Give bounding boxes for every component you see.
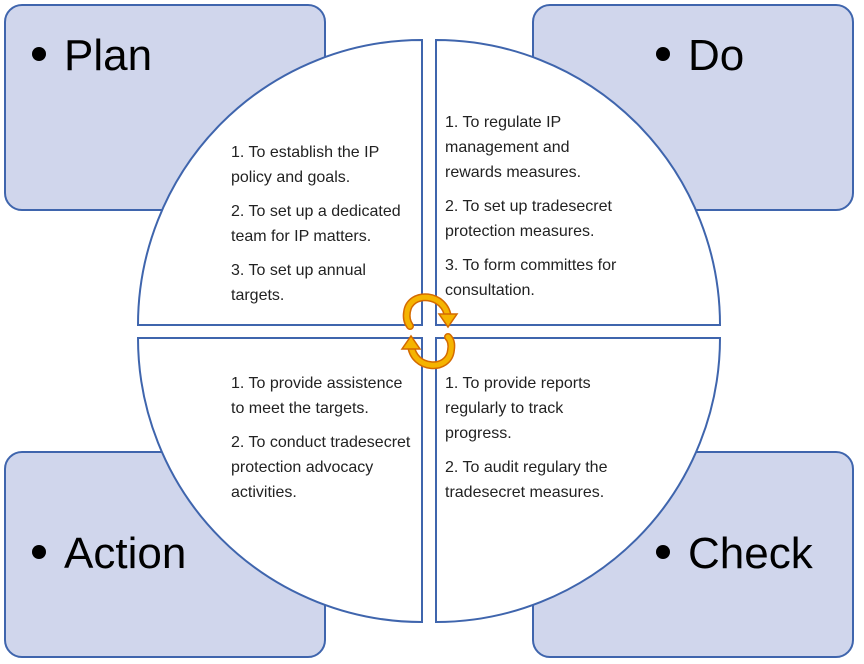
action-label: Action bbox=[32, 532, 186, 576]
quadrant-plan bbox=[136, 38, 423, 326]
cycle-arrow-top-icon bbox=[402, 293, 459, 330]
plan-item: 3. To set up annual targets. bbox=[231, 262, 366, 304]
action-item: 1. To provide assistence to meet the tar… bbox=[231, 375, 403, 417]
plan-item: 1. To establish the IP policy and goals. bbox=[231, 144, 379, 186]
action-text: 1. To provide assistence to meet the tar… bbox=[231, 371, 416, 514]
cycle-arrow-bottom-icon bbox=[400, 333, 456, 370]
do-item: 3. To form committes for consultation. bbox=[445, 257, 617, 299]
bullet-icon bbox=[656, 545, 670, 560]
plan-text: 1. To establish the IP policy and goals.… bbox=[231, 140, 411, 317]
do-label: Do bbox=[656, 34, 744, 78]
action-item: 2. To conduct tradesecret protection adv… bbox=[231, 434, 411, 501]
quadrant-check bbox=[435, 337, 722, 624]
bullet-icon bbox=[32, 47, 46, 62]
check-item: 2. To audit regulary the tradesecret mea… bbox=[445, 459, 608, 501]
do-text: 1. To regulate IP management and rewards… bbox=[445, 110, 630, 312]
bullet-icon bbox=[656, 47, 670, 62]
do-item: 1. To regulate IP management and rewards… bbox=[445, 114, 582, 181]
quadrant-action bbox=[136, 337, 423, 624]
quadrant-do bbox=[435, 38, 722, 326]
plan-label: Plan bbox=[32, 34, 152, 78]
bullet-icon bbox=[32, 545, 46, 560]
check-label: Check bbox=[656, 532, 813, 576]
check-item: 1. To provide reports regularly to track… bbox=[445, 375, 591, 442]
check-text: 1. To provide reports regularly to track… bbox=[445, 371, 630, 514]
do-item: 2. To set up tradesecret protection meas… bbox=[445, 198, 612, 240]
plan-item: 2. To set up a dedicated team for IP mat… bbox=[231, 203, 401, 245]
